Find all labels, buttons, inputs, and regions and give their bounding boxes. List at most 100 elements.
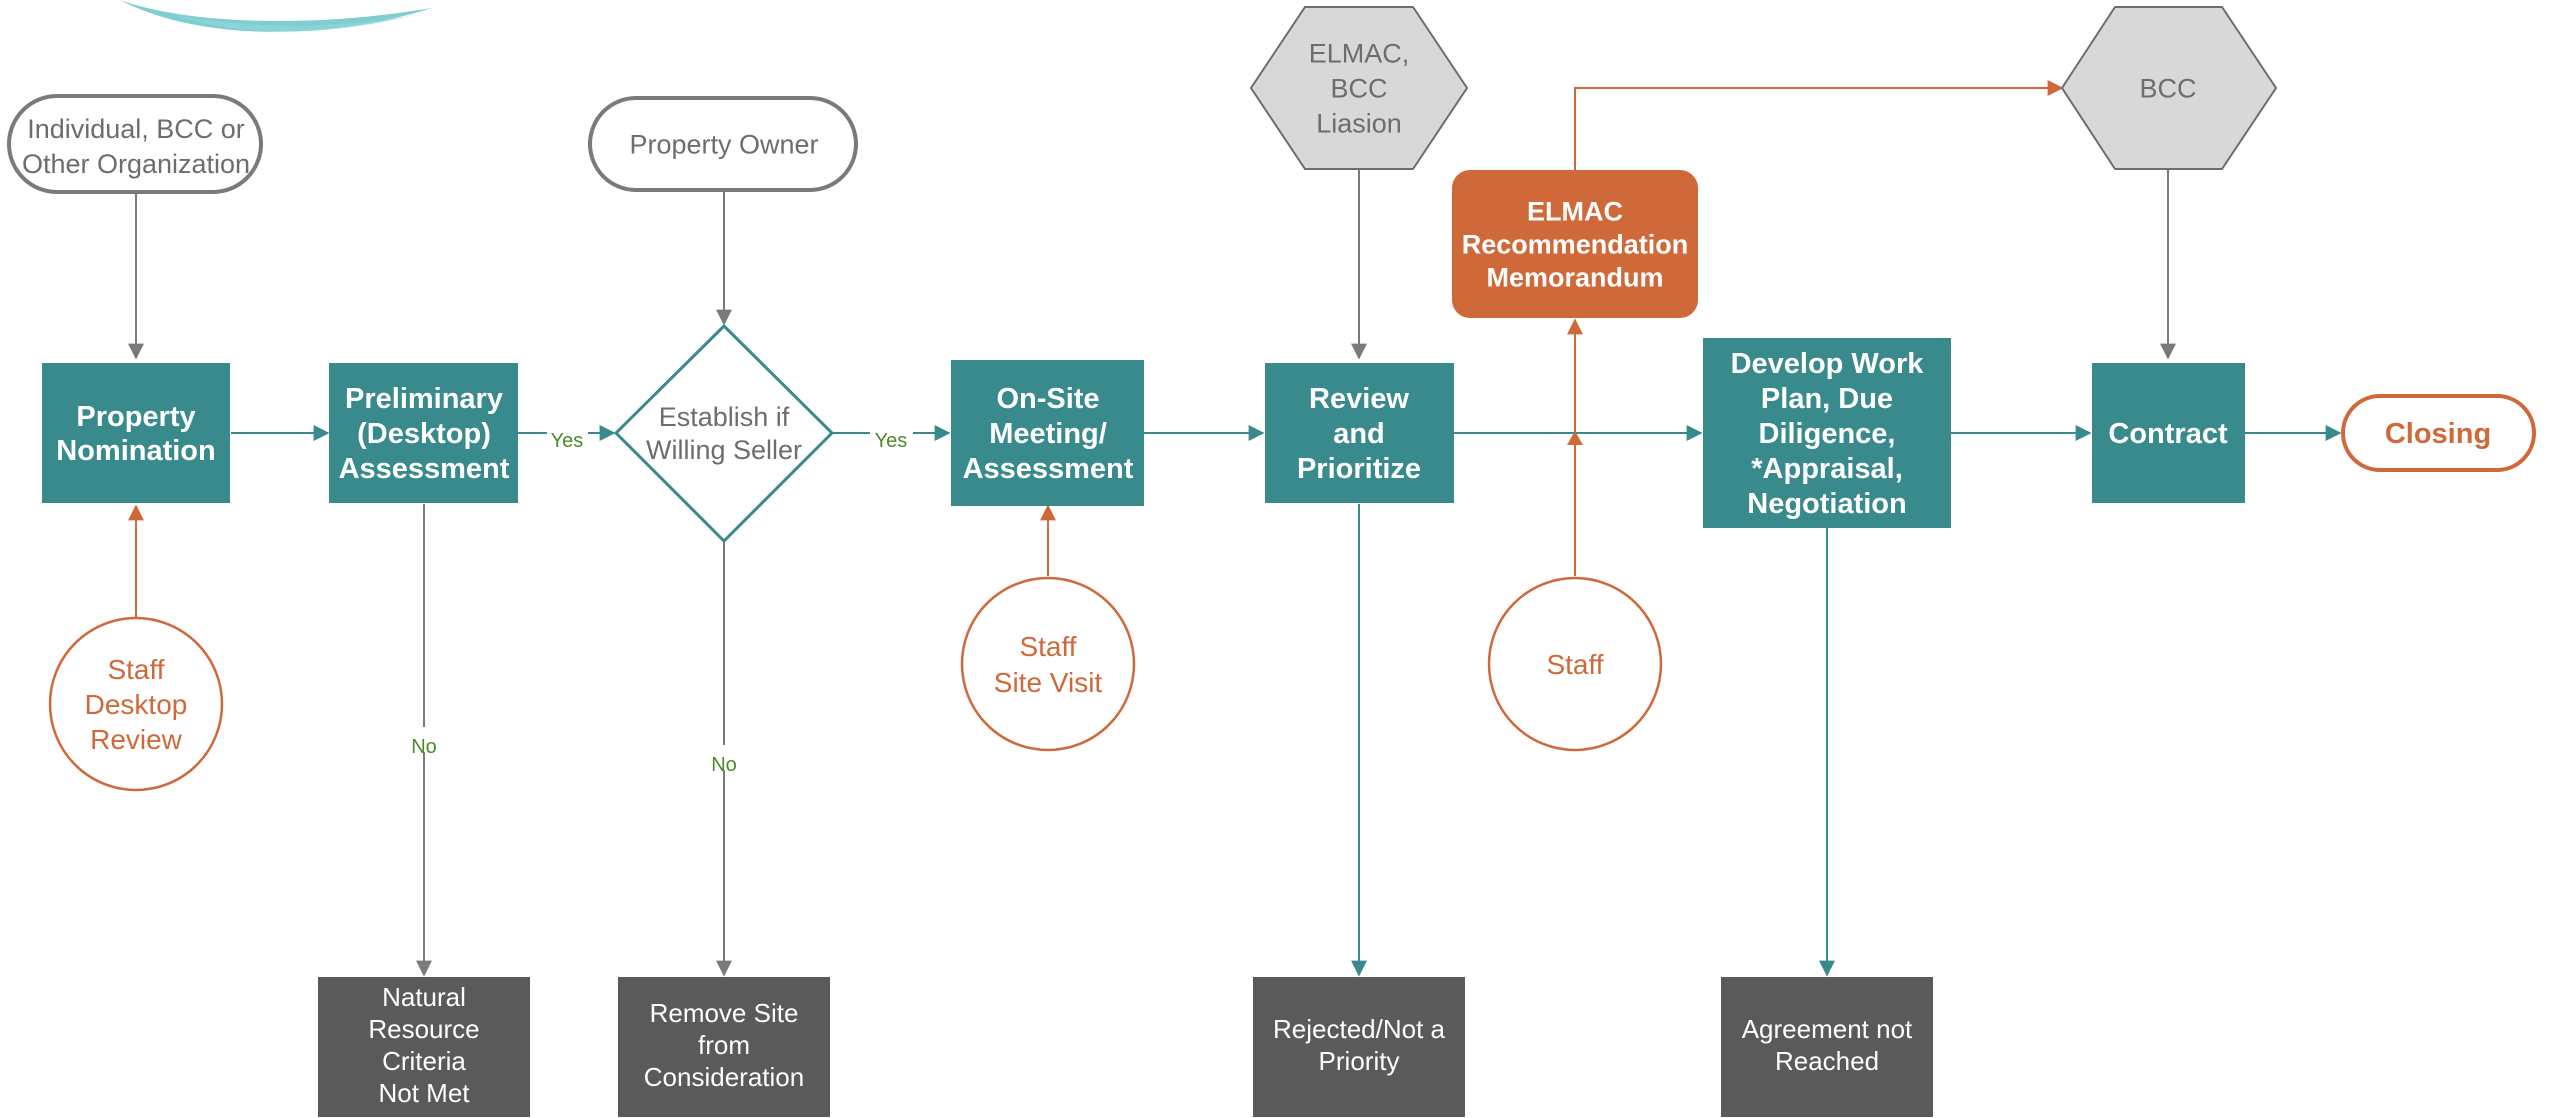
label-line: ELMAC, (1309, 38, 1410, 68)
label-line: Review (90, 724, 183, 755)
preliminary-assessment-label: Preliminary(Desktop)Assessment (339, 383, 510, 485)
no-label-1: No (411, 736, 437, 758)
property-owner-shape (588, 96, 858, 192)
property-owner-label: Property Owner (629, 129, 818, 159)
label-line: Other Organization (22, 149, 250, 179)
criteria-not-met-box (318, 977, 530, 1117)
label-line: Natural (382, 982, 466, 1012)
label-line: Recommendation (1462, 229, 1689, 259)
step-preliminary-assessment: Preliminary(Desktop)Assessment (329, 363, 518, 503)
nominator-shape (7, 94, 263, 194)
label-line: Property (76, 401, 195, 433)
label-line: and (1333, 418, 1385, 450)
arrow-memo-to-bcc (1574, 80, 2064, 170)
contract-label: Contract (2108, 418, 2228, 450)
logo-swoosh-accent (170, 14, 410, 32)
label-line: Establish if (659, 402, 790, 432)
label-line: BCC (2139, 73, 2196, 103)
label-line: Remove Site (650, 998, 799, 1028)
bcc-hexagon (2060, 6, 2278, 170)
site-visit-circle (960, 576, 1136, 752)
flow-crossing-arrowhead (1567, 431, 1583, 445)
input-bcc: BCC (2060, 6, 2278, 170)
label-line: Assessment (339, 453, 510, 485)
label-line: Develop Work (1731, 348, 1925, 380)
label-line: Consideration (644, 1062, 804, 1092)
closing-label: Closing (2385, 418, 2491, 450)
label-line: Contract (2108, 418, 2228, 450)
preliminary-assessment-box (329, 363, 518, 503)
yes-label-2: Yes (875, 430, 908, 452)
willing-seller-diamond (613, 323, 835, 544)
bcc-label: BCC (2139, 73, 2196, 103)
label-line: Nomination (56, 435, 216, 467)
label-line: Liasion (1316, 108, 1402, 138)
label-line: Plan, Due (1761, 383, 1893, 415)
label-line: *Appraisal, (1751, 453, 1903, 485)
label-line: Willing Seller (646, 435, 802, 465)
label-line: Reached (1775, 1046, 1879, 1076)
recommendation-memo-box (1452, 170, 1698, 318)
yes-label-1: Yes (551, 430, 584, 452)
connectors (128, 80, 2342, 977)
label-line: Yes (875, 430, 908, 452)
step-closing: Closing (2341, 394, 2536, 472)
label-line: Assessment (963, 453, 1134, 485)
label-line: Meeting/ (989, 418, 1107, 450)
label-line: Not Met (378, 1078, 470, 1108)
label-line: Resource (368, 1014, 479, 1044)
label-line: ELMAC (1527, 196, 1623, 226)
staff-general: Staff (1487, 576, 1663, 752)
label-line: (Desktop) (357, 418, 491, 450)
label-line: Closing (2385, 418, 2491, 450)
label-line: Rejected/Not a (1273, 1014, 1446, 1044)
label-line: Preliminary (345, 383, 503, 415)
elmac-liaison-label: ELMAC, BCC Liasion (1309, 38, 1410, 138)
property-nomination-box (42, 363, 230, 503)
closing-shape (2341, 394, 2536, 472)
label-line: Staff (1546, 649, 1603, 680)
onsite-assessment-box (951, 360, 1144, 506)
label-line: No (411, 736, 437, 758)
input-property-owner: Property Owner (588, 96, 858, 192)
develop-work-plan-box (1703, 338, 1951, 528)
label-line: BCC (1330, 73, 1387, 103)
label-line: Priority (1319, 1046, 1400, 1076)
label-line: No (711, 754, 737, 776)
label-line: Negotiation (1747, 488, 1907, 520)
label-line: Staff (1019, 631, 1076, 662)
label-line: Site Visit (994, 667, 1103, 698)
desktop-review-circle (48, 616, 224, 792)
label-line: from (698, 1030, 750, 1060)
contract-box (2092, 363, 2245, 503)
label-line: Property Owner (629, 129, 818, 159)
rejected-box (1253, 977, 1465, 1117)
label-line: Review (1309, 383, 1409, 415)
review-prioritize-box (1265, 363, 1454, 503)
